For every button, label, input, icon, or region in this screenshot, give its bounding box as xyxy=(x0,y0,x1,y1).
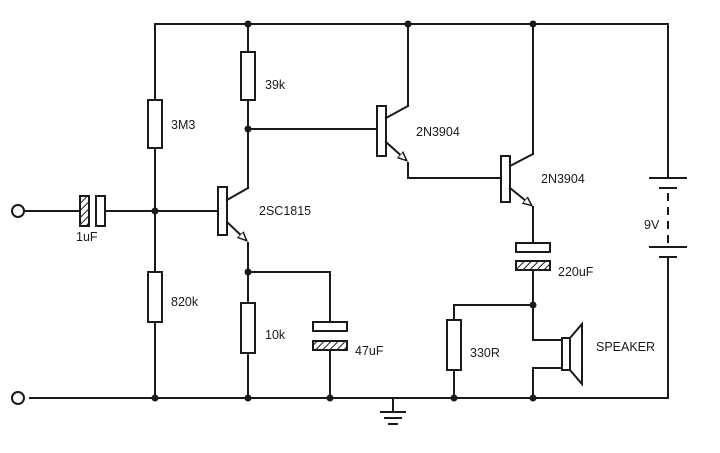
resistor-39k xyxy=(240,51,256,101)
label-39k: 39k xyxy=(265,78,286,92)
transistor-q2 xyxy=(376,104,410,160)
label-47uf: 47uF xyxy=(355,344,384,358)
transistor-q3 xyxy=(500,152,535,205)
label-1uf: 1uF xyxy=(76,230,98,244)
resistor-820k xyxy=(147,271,163,323)
ground-symbol xyxy=(380,397,406,425)
label-q2: 2N3904 xyxy=(416,125,460,139)
junction-dots xyxy=(151,20,537,402)
input-terminal xyxy=(11,204,25,218)
label-9v: 9V xyxy=(644,218,660,232)
battery-9v xyxy=(649,177,687,258)
capacitor-1uf xyxy=(79,195,106,227)
capacitor-47uf xyxy=(312,321,348,351)
resistor-10k xyxy=(240,302,256,354)
label-speaker: SPEAKER xyxy=(596,340,655,354)
speaker xyxy=(561,321,583,387)
label-820k: 820k xyxy=(171,295,199,309)
label-q1: 2SC1815 xyxy=(259,204,311,218)
transistor-q1 xyxy=(217,186,250,240)
wire-q1-emitter xyxy=(247,242,331,399)
label-220uf: 220uF xyxy=(558,265,594,279)
label-q3: 2N3904 xyxy=(541,172,585,186)
wire-q3-emitter xyxy=(453,206,534,399)
wire-q2-emitter xyxy=(407,162,502,179)
resistor-330r xyxy=(446,319,462,371)
ground-terminal xyxy=(11,391,25,405)
label-10k: 10k xyxy=(265,328,286,342)
label-3m3: 3M3 xyxy=(171,118,195,132)
resistor-3m3 xyxy=(147,99,163,149)
wire-speaker xyxy=(532,339,563,399)
label-330r: 330R xyxy=(470,346,500,360)
capacitor-220uf xyxy=(515,242,551,271)
